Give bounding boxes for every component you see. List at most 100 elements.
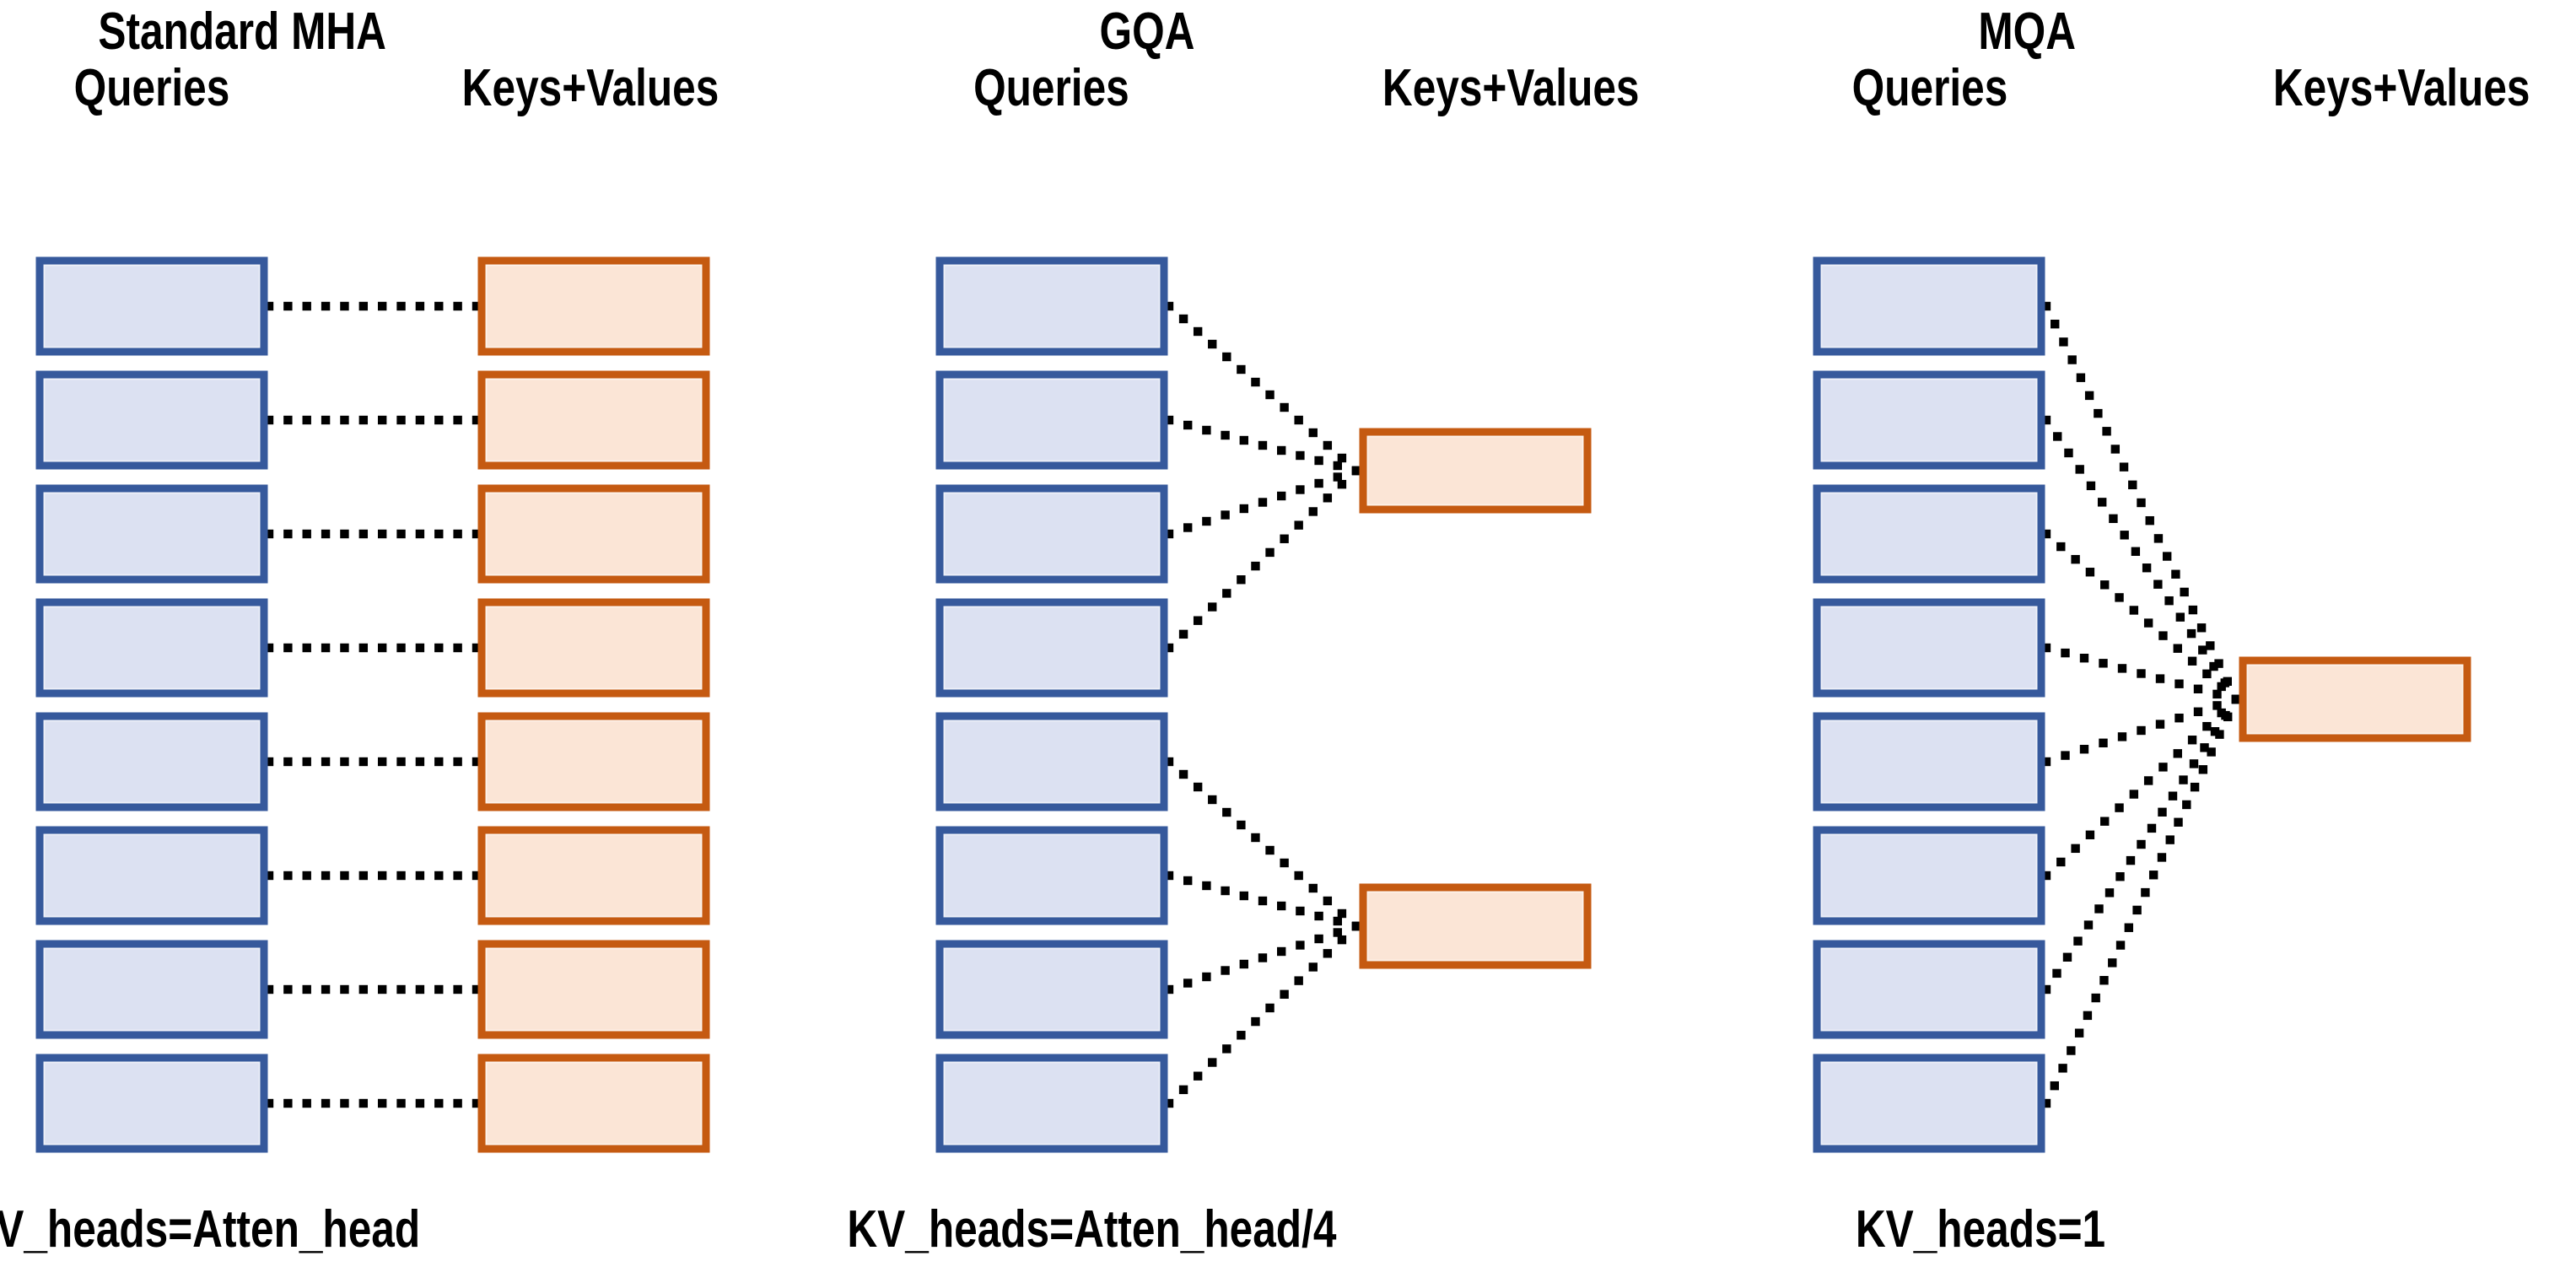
connector-mqa-1-dot — [2075, 465, 2084, 474]
connector-mha-1-dot — [453, 415, 462, 425]
connector-mqa-2-dot — [2100, 580, 2110, 590]
connector-mqa-1-dot — [2120, 531, 2129, 540]
connector-mqa-1-dot — [2053, 432, 2062, 441]
connector-mha-5-dot — [415, 871, 425, 881]
connector-mqa-2-dot — [2202, 669, 2212, 679]
kv-head-box-mha-1-inset — [485, 378, 703, 462]
connector-mqa-4-dot — [2155, 720, 2165, 729]
connector-mha-3-dot — [396, 643, 406, 653]
kv-head-box-gqa-1-inset — [1366, 891, 1584, 962]
connector-mqa-5-dot — [2173, 749, 2182, 758]
connector-mqa-2-dot — [2041, 529, 2051, 539]
connector-gqa-1-7-dot — [1280, 989, 1289, 999]
connector-mqa-6-dot — [2115, 872, 2125, 881]
connector-gqa-1-4-dot — [1208, 795, 1217, 805]
connector-gqa-0-2-dot — [1221, 510, 1230, 520]
connector-gqa-0-2-dot — [1296, 485, 1305, 494]
connector-gqa-0-3-dot — [1265, 547, 1275, 558]
query-head-box-gqa-0-inset — [943, 264, 1161, 348]
kv-head-box-mha-3 — [477, 598, 710, 698]
query-head-box-mqa-7 — [1813, 1054, 2045, 1153]
connector-gqa-1-7-dot — [1193, 1071, 1203, 1081]
query-head-box-mha-6 — [35, 940, 268, 1039]
connector-mqa-6-dot — [2147, 823, 2157, 833]
connector-mqa-7-dot — [2165, 835, 2175, 844]
connector-mha-6-dot — [264, 984, 274, 995]
connector-gqa-1-6-dot — [1183, 978, 1193, 988]
connector-gqa-1-7-dot — [1208, 1058, 1217, 1067]
connector-mha-2-dot — [396, 529, 406, 539]
query-head-box-mha-0 — [35, 256, 268, 356]
connector-mqa-7-dot — [2215, 730, 2224, 739]
connector-mha-2-dot — [415, 529, 425, 539]
connector-mqa-2-dot — [2056, 542, 2066, 552]
connector-mqa-0-dot — [2076, 373, 2086, 382]
kv-head-box-mqa-0-inset — [2246, 664, 2464, 735]
connector-mqa-5-dot — [2056, 857, 2066, 867]
connector-gqa-1-7-dot — [1337, 935, 1347, 945]
query-head-box-mqa-4 — [1813, 712, 2045, 811]
connector-mqa-1-dot — [2041, 415, 2051, 425]
connector-mqa-5-dot — [2085, 830, 2095, 839]
connector-mha-1-dot — [302, 415, 311, 425]
kv-head-box-mha-3-inset — [485, 606, 703, 690]
connector-mqa-3-dot — [2212, 689, 2222, 699]
connector-gqa-0-2-dot — [1164, 529, 1174, 539]
connector-mqa-6-dot — [2073, 936, 2083, 946]
connector-gqa-1-4-dot — [1265, 845, 1275, 855]
connector-mqa-0-dot — [2171, 569, 2180, 579]
connector-group-mha — [264, 301, 482, 1108]
query-head-box-mha-5-inset — [43, 833, 261, 918]
query-head-box-mqa-0-inset — [1820, 264, 2038, 348]
connector-group-gqa — [1164, 301, 1361, 1108]
connector-gqa-1-7-dot — [1351, 921, 1361, 931]
connector-gqa-0-3-dot — [1323, 493, 1333, 503]
query-head-box-gqa-4-inset — [943, 720, 1161, 804]
connector-mqa-1-dot — [2131, 547, 2141, 556]
connector-gqa-1-7-dot — [1237, 1031, 1246, 1040]
column-header-keysvalues-mha: Keys+Values — [462, 58, 719, 117]
kv-head-box-gqa-0-inset — [1366, 435, 1584, 506]
connector-mqa-7-dot — [2182, 800, 2191, 810]
connector-gqa-0-0-dot — [1208, 339, 1217, 349]
connector-gqa-0-1-dot — [1277, 445, 1286, 456]
connector-mha-7-dot — [264, 1098, 274, 1108]
connector-mqa-6-dot — [2083, 920, 2094, 930]
connector-gqa-1-6-dot — [1277, 946, 1286, 957]
connector-mha-1-dot — [264, 415, 274, 425]
panel-title-mqa: MQA — [1978, 2, 2076, 61]
connector-gqa-0-0-dot — [1164, 301, 1174, 311]
connector-mqa-1-dot — [2209, 661, 2218, 671]
connector-mqa-7-dot — [2231, 694, 2241, 704]
connector-gqa-0-1-dot — [1221, 430, 1230, 440]
connector-mha-2-dot — [377, 529, 387, 539]
connector-mha-4-dot — [264, 757, 274, 767]
connector-mqa-5-dot — [2143, 776, 2153, 785]
kv-head-box-gqa-0 — [1359, 428, 1592, 514]
connector-mqa-2-dot — [2085, 568, 2095, 577]
connector-mqa-0-dot — [2119, 462, 2129, 472]
connector-mqa-7-dot — [2174, 817, 2183, 827]
connector-gqa-1-6-dot — [1333, 928, 1342, 937]
connector-gqa-1-7-dot — [1251, 1016, 1260, 1027]
connector-mha-3-dot — [321, 643, 331, 653]
connector-gqa-0-2-dot — [1314, 478, 1323, 488]
query-head-box-mqa-3-inset — [1820, 606, 2038, 690]
connector-mqa-0-dot — [2145, 515, 2154, 526]
connector-gqa-0-3-dot — [1208, 602, 1217, 612]
connector-mha-4-dot — [453, 757, 462, 767]
connector-gqa-0-3-dot — [1164, 643, 1174, 653]
connector-mha-2-dot — [453, 529, 462, 539]
connector-mha-5-dot — [453, 871, 462, 881]
footnote-mha: KV_heads=Atten_head — [0, 1199, 420, 1259]
connector-mha-6-dot — [302, 984, 311, 995]
query-head-box-mqa-5-inset — [1820, 833, 2038, 918]
footnote-mqa: KV_heads=1 — [1856, 1199, 2105, 1259]
connector-mha-7-dot — [453, 1098, 462, 1108]
connector-gqa-0-3-dot — [1222, 589, 1231, 598]
query-head-box-gqa-6-inset — [943, 947, 1161, 1032]
connector-mqa-4-dot — [2212, 701, 2222, 710]
connector-gqa-0-3-dot — [1193, 616, 1203, 625]
connector-mha-1-dot — [340, 415, 349, 425]
